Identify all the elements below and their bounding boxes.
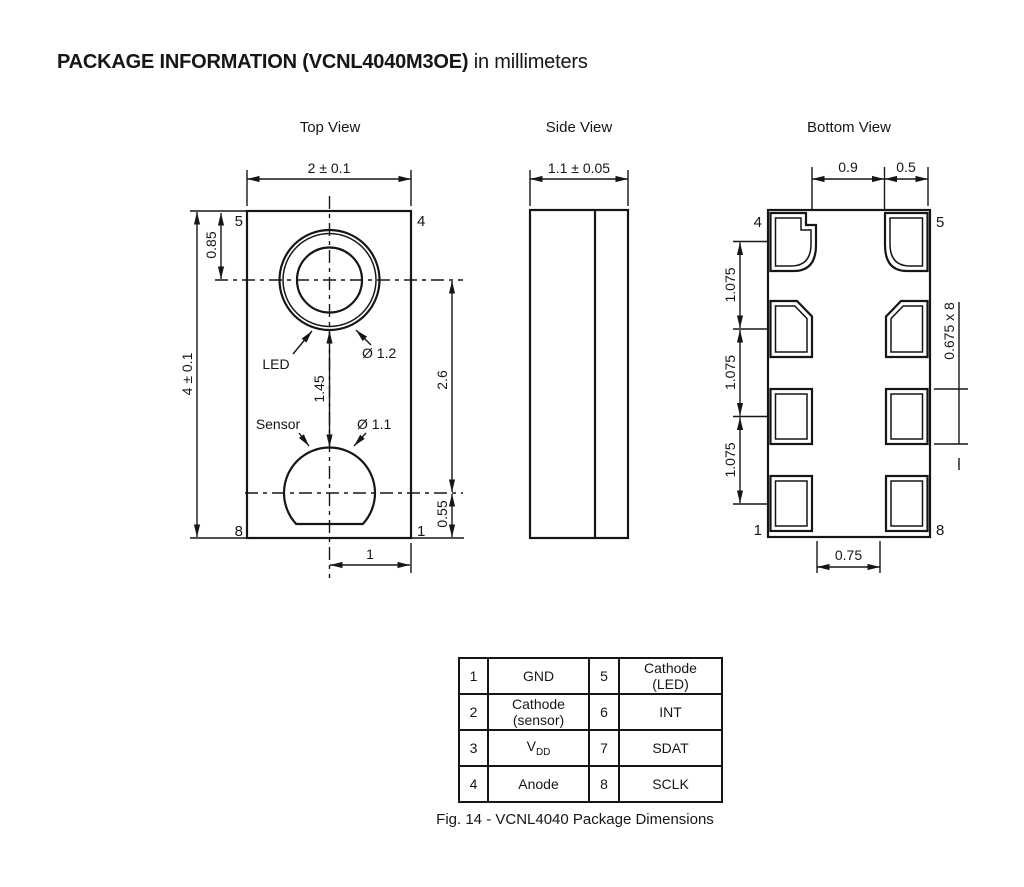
pin-name-cell: VDD <box>487 729 590 767</box>
page-title-units: in millimeters <box>468 51 588 73</box>
pad-pin-2 <box>769 387 814 446</box>
bottom-view-pin-1: 1 <box>754 522 762 539</box>
bottom-view-dimensions: 0.9 0.5 1.075 1.075 1.075 0.675 x 8 <box>722 159 968 573</box>
pin-table-row: 1 GND 5 Cathode(LED) <box>458 657 723 695</box>
pin-number-cell: 1 <box>458 657 489 695</box>
dim-pad-width: 0.5 <box>896 159 916 175</box>
dim-top-height: 4 ± 0.1 <box>179 352 195 395</box>
pin-number-cell: 7 <box>588 729 620 767</box>
dim-bottom-gap: 0.75 <box>835 547 862 563</box>
top-view-package-outline <box>245 209 413 540</box>
bottom-view-pin-4: 4 <box>754 214 762 231</box>
pin-number-cell: 5 <box>588 657 620 695</box>
dim-pitch-2: 1.075 <box>722 355 738 390</box>
pin-number-cell: 2 <box>458 693 489 731</box>
dim-pad-length: 0.675 x 8 <box>941 302 957 360</box>
top-view-pin-8: 8 <box>235 523 243 540</box>
bottom-view-package-outline <box>766 208 932 539</box>
sensor-diameter-label: Ø 1.1 <box>357 416 391 432</box>
vdd-subscript: DD <box>535 746 551 758</box>
pin-name-cell: GND <box>487 657 590 695</box>
top-view-pin-5: 5 <box>235 213 243 230</box>
pin-name-cell: INT <box>618 693 723 731</box>
bottom-view-pads <box>769 211 929 533</box>
pad-pin-7 <box>884 387 929 446</box>
top-view-title: Top View <box>299 119 361 136</box>
sensor-label: Sensor <box>256 416 301 432</box>
pin-number-cell: 6 <box>588 693 620 731</box>
dim-top-width: 2 ± 0.1 <box>308 160 351 176</box>
pin-name-cell: Cathode(LED) <box>618 657 723 695</box>
bottom-view-drawing: 0.9 0.5 1.075 1.075 1.075 0.675 x 8 <box>722 159 968 573</box>
side-view-dimensions: 1.1 ± 0.05 <box>529 160 629 206</box>
top-view-centerlines <box>215 196 463 578</box>
led-aperture <box>278 228 381 332</box>
pin-function-table: 1 GND 5 Cathode(LED) 2 Cathode(sensor) 6… <box>458 657 723 803</box>
top-view-leaders: LED Ø 1.2 Sensor Ø 1.1 <box>256 329 396 447</box>
pad-pin-4 <box>769 211 818 273</box>
led-label: LED <box>262 356 289 372</box>
bottom-view-pin-5: 5 <box>936 214 944 231</box>
sensor-aperture <box>282 446 377 526</box>
top-view-pin-4: 4 <box>417 213 425 230</box>
dim-led-offset: 0.85 <box>203 231 219 258</box>
pin-table-row: 3 VDD 7 SDAT <box>458 729 723 767</box>
dim-sensor-center-x: 1 <box>366 546 374 562</box>
pad-pin-1 <box>769 474 814 533</box>
package-dimension-drawing: 2 ± 0.1 4 ± 0.1 0.85 1.45 2.6 0.55 <box>179 159 968 578</box>
pad-pin-6 <box>884 299 929 359</box>
pad-pin-3 <box>769 299 814 359</box>
pin-name-cell: SDAT <box>618 729 723 767</box>
bottom-view-pin-8: 8 <box>936 522 944 539</box>
pin-name-cell: SCLK <box>618 765 723 803</box>
dim-pitch-3: 1.075 <box>722 442 738 477</box>
pin-name-cell: Cathode(sensor) <box>487 693 590 731</box>
dim-pitch-1: 1.075 <box>722 267 738 302</box>
top-view-pin-1: 1 <box>417 523 425 540</box>
side-view-title: Side View <box>545 119 613 136</box>
side-view-package-outline <box>528 208 630 540</box>
pad-pin-5 <box>883 211 929 273</box>
dim-centers: 2.6 <box>434 370 450 390</box>
top-view-drawing: 2 ± 0.1 4 ± 0.1 0.85 1.45 2.6 0.55 <box>179 160 464 578</box>
pin-number-cell: 8 <box>588 765 620 803</box>
page-title: PACKAGE INFORMATION (VCNL4040M3OE) in mi… <box>57 51 588 74</box>
bottom-view-title: Bottom View <box>807 119 891 136</box>
pin-name-cell: Anode <box>487 765 590 803</box>
dim-led-sensor-gap: 1.45 <box>311 375 327 402</box>
page-title-bold: PACKAGE INFORMATION (VCNL4040M3OE) <box>57 51 469 73</box>
pin-number-cell: 3 <box>458 729 489 767</box>
pin-table-row: 2 Cathode(sensor) 6 INT <box>458 693 723 731</box>
figure-caption: Fig. 14 - VCNL4040 Package Dimensions <box>436 811 714 828</box>
bottom-view-pin-numbers: 4 5 1 8 <box>754 214 945 539</box>
led-diameter-label: Ø 1.2 <box>362 345 396 361</box>
side-view-drawing: 1.1 ± 0.05 <box>528 160 630 540</box>
pad-pin-8 <box>884 474 929 533</box>
dim-thickness: 1.1 ± 0.05 <box>548 160 610 176</box>
top-view-dimensions: 2 ± 0.1 4 ± 0.1 0.85 1.45 2.6 0.55 <box>179 160 464 573</box>
pin-table-row: 4 Anode 8 SCLK <box>458 765 723 803</box>
pin-number-cell: 4 <box>458 765 489 803</box>
top-view-pin-numbers: 5 4 8 1 <box>235 213 426 540</box>
dim-sensor-offset: 0.55 <box>434 500 450 527</box>
dim-pad-gap: 0.9 <box>838 159 858 175</box>
